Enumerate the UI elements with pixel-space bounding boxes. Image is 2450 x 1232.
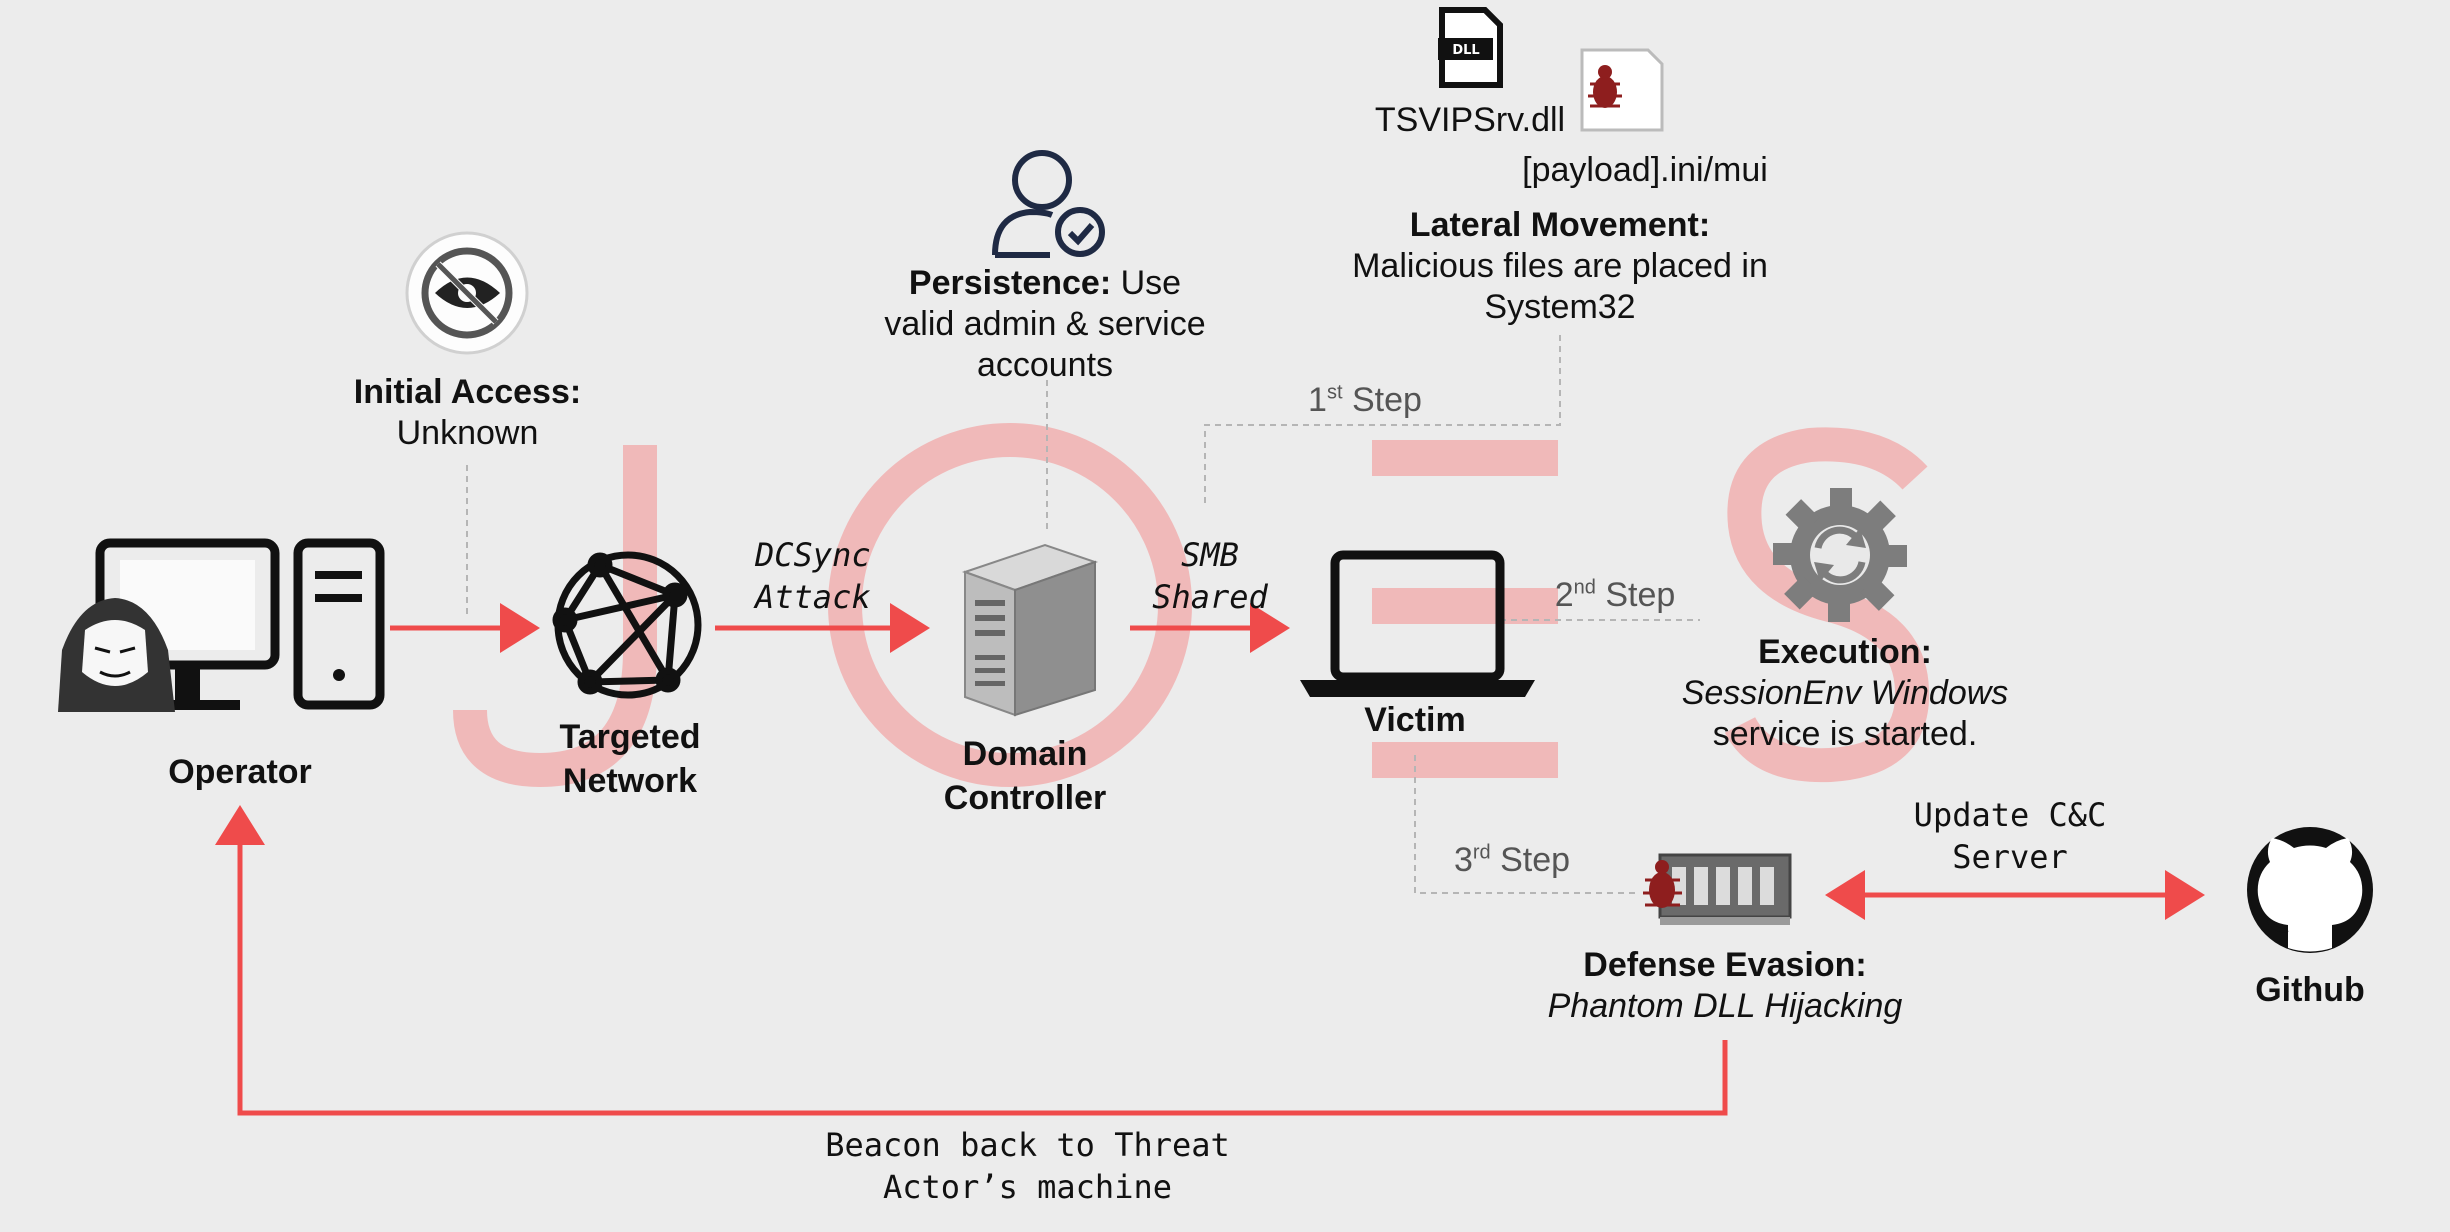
persistence-annotation: Persistence: Use valid admin & service a… bbox=[860, 263, 1230, 385]
victim-label: Victim bbox=[1364, 701, 1466, 739]
payload-file-icon bbox=[1580, 48, 1664, 132]
hidden-eye-icon bbox=[405, 231, 529, 355]
step-3-num: 3 bbox=[1453, 841, 1473, 879]
smb-line-2: Shared bbox=[1152, 577, 1268, 616]
step-2-label: 2nd Step bbox=[1535, 575, 1695, 616]
lateral-movement-title: Lateral Movement: bbox=[1409, 206, 1711, 244]
initial-access-annotation: Initial Access: Unknown bbox=[320, 372, 615, 454]
lateral-movement-annotation: Lateral Movement: Malicious files are pl… bbox=[1330, 205, 1790, 327]
targeted-network-label: Targeted Network bbox=[520, 715, 740, 803]
laptop-icon bbox=[1300, 550, 1535, 697]
lateral-movement-line-2: System32 bbox=[1484, 287, 1636, 326]
persistence-line-1: valid admin & service bbox=[884, 304, 1206, 343]
targeted-network-line-1: Targeted bbox=[559, 718, 701, 756]
dcsync-line-1: DCSync bbox=[755, 536, 871, 574]
smb-line-1: SMB bbox=[1181, 536, 1239, 574]
step-1-num: 1 bbox=[1308, 381, 1327, 419]
dcsync-edge-label: DCSync Attack bbox=[755, 535, 895, 618]
beacon-edge-label: Beacon back to Threat Actor’s machine bbox=[770, 1125, 1285, 1208]
domain-controller-label: Domain Controller bbox=[910, 732, 1140, 820]
operator-label: Operator bbox=[168, 753, 312, 791]
network-globe-icon bbox=[552, 551, 702, 699]
targeted-network-line-2: Network bbox=[562, 762, 698, 801]
payload-file-name: [payload].ini/mui bbox=[1522, 151, 1768, 189]
update-cc-edge-label: Update C&C Server bbox=[1880, 795, 2140, 878]
domain-controller-line-2: Controller bbox=[943, 779, 1107, 818]
update-cc-line-1: Update C&C bbox=[1913, 796, 2107, 834]
arrow-beacon-back bbox=[215, 805, 1728, 1116]
execution-line-2: service is started. bbox=[1712, 714, 1978, 753]
dll-badge-text: DLL bbox=[1452, 43, 1479, 58]
step-2-sup: nd bbox=[1573, 576, 1596, 599]
defense-evasion-body: Phantom DLL Hijacking bbox=[1547, 986, 1903, 1025]
step-2-word: Step bbox=[1605, 576, 1676, 614]
server-icon bbox=[961, 543, 1099, 717]
dll-file-name: TSVIPSrv.dll bbox=[1374, 101, 1566, 139]
memory-module-icon bbox=[1643, 853, 1792, 925]
flow-arrows bbox=[215, 603, 2205, 1116]
initial-access-title: Initial Access: bbox=[353, 373, 582, 411]
step-3-label: 3rd Step bbox=[1432, 840, 1592, 881]
lateral-movement-line-1: Malicious files are placed in bbox=[1352, 246, 1768, 285]
github-label: Github bbox=[2255, 971, 2365, 1009]
defense-evasion-title: Defense Evasion: bbox=[1583, 946, 1867, 984]
step-1-label: 1st Step bbox=[1285, 380, 1445, 421]
execution-annotation: Execution: SessionEnv Windows service is… bbox=[1650, 632, 2040, 754]
dll-file-icon: DLL bbox=[1438, 7, 1503, 88]
step-1-sup: st bbox=[1326, 381, 1343, 404]
beacon-line-1: Beacon back to Threat bbox=[825, 1126, 1230, 1164]
update-cc-line-2: Server bbox=[1952, 837, 2068, 876]
execution-line-1: SessionEnv Windows bbox=[1681, 673, 2009, 712]
beacon-line-2: Actor’s machine bbox=[883, 1167, 1172, 1206]
execution-title: Execution: bbox=[1758, 633, 1932, 671]
dashed-connectors bbox=[466, 335, 1700, 894]
initial-access-body: Unknown bbox=[396, 413, 539, 452]
domain-controller-line-1: Domain bbox=[962, 735, 1088, 773]
operator-icon bbox=[58, 538, 385, 712]
smb-edge-label: SMB Shared bbox=[1140, 535, 1280, 618]
github-icon bbox=[2247, 827, 2373, 953]
step-3-word: Step bbox=[1500, 841, 1571, 879]
step-3-sup: rd bbox=[1472, 841, 1491, 864]
persistence-line-2: accounts bbox=[976, 345, 1114, 384]
step-2-num: 2 bbox=[1554, 576, 1574, 614]
dcsync-line-2: Attack bbox=[755, 577, 871, 616]
defense-evasion-annotation: Defense Evasion: Phantom DLL Hijacking bbox=[1520, 945, 1930, 1027]
persistence-body-inline: Use bbox=[1120, 264, 1182, 302]
persistence-title: Persistence: bbox=[908, 264, 1112, 302]
admin-user-icon bbox=[992, 150, 1105, 258]
gear-icon bbox=[1773, 488, 1907, 622]
step-1-word: Step bbox=[1351, 381, 1422, 419]
